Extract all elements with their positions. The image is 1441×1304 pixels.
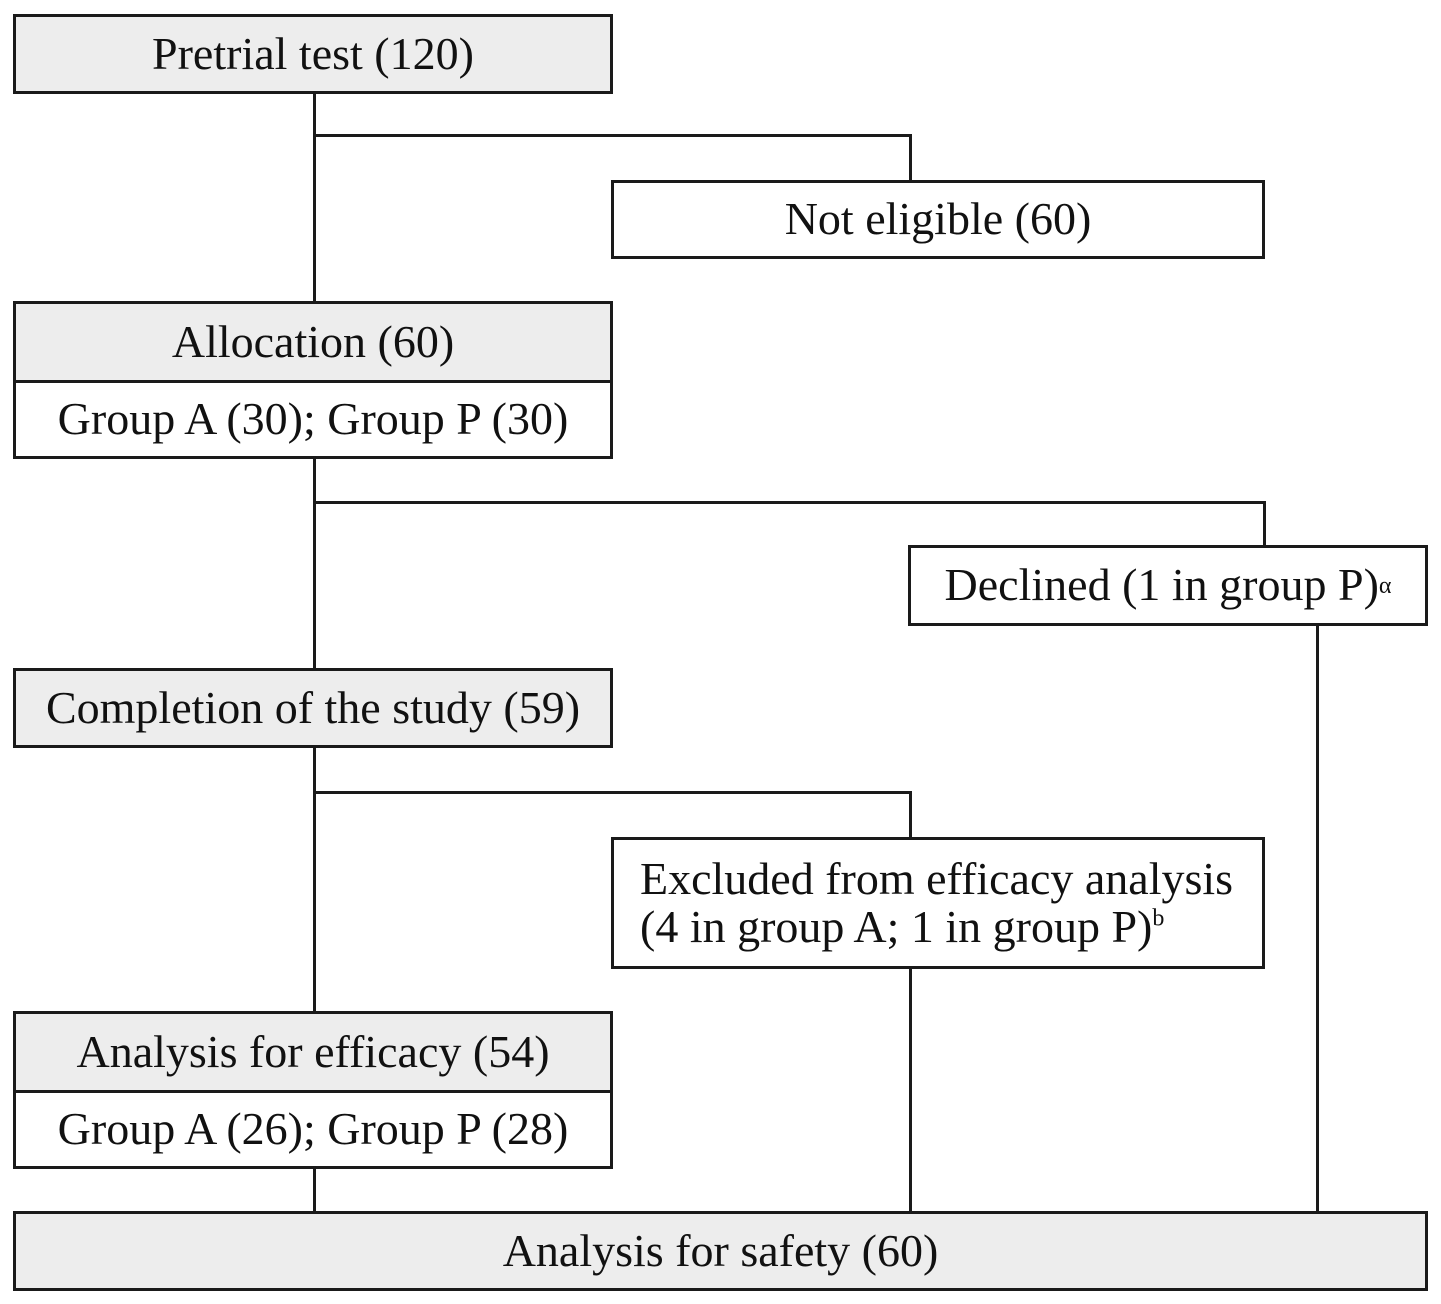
excluded-cell: Excluded from efficacy analysis (4 in gr… bbox=[614, 840, 1262, 966]
connector-main-3 bbox=[313, 746, 316, 1012]
excluded-footnote-marker: b bbox=[1152, 905, 1165, 932]
allocation-title: Allocation (60) bbox=[171, 315, 455, 367]
allocation-box: Allocation (60) Group A (30); Group P (3… bbox=[13, 301, 613, 459]
efficacy-groups-cell: Group A (26); Group P (28) bbox=[16, 1093, 610, 1166]
excluded-line-2-wrap: (4 in group A; 1 in group P)b bbox=[640, 901, 1165, 952]
pretrial-box: Pretrial test (120) bbox=[13, 14, 613, 94]
allocation-title-cell: Allocation (60) bbox=[16, 304, 610, 380]
declined-box: Declined (1 in group P)α bbox=[908, 545, 1428, 626]
connector-branch-2-v bbox=[1263, 501, 1266, 546]
connector-branch-1-v bbox=[909, 134, 912, 180]
connector-excluded-to-safety bbox=[909, 967, 912, 1212]
efficacy-title: Analysis for efficacy (54) bbox=[76, 1025, 550, 1077]
not-eligible-box: Not eligible (60) bbox=[611, 180, 1265, 259]
declined-cell: Declined (1 in group P)α bbox=[944, 559, 1392, 611]
connector-main-1 bbox=[313, 92, 316, 302]
connector-main-4 bbox=[313, 1167, 316, 1212]
excluded-box: Excluded from efficacy analysis (4 in gr… bbox=[611, 837, 1265, 969]
excluded-line-2: (4 in group A; 1 in group P) bbox=[640, 901, 1153, 952]
connector-main-2 bbox=[313, 458, 316, 669]
completion-box: Completion of the study (59) bbox=[13, 668, 613, 748]
declined-label: Declined (1 in group P) bbox=[944, 559, 1379, 611]
not-eligible-label: Not eligible (60) bbox=[784, 193, 1092, 245]
safety-box: Analysis for safety (60) bbox=[13, 1211, 1428, 1291]
connector-branch-3-h bbox=[313, 791, 912, 794]
connector-declined-to-safety bbox=[1316, 625, 1319, 1212]
excluded-line-1: Excluded from efficacy analysis bbox=[640, 852, 1234, 904]
efficacy-divider bbox=[16, 1090, 610, 1093]
allocation-divider bbox=[16, 380, 610, 383]
completion-label: Completion of the study (59) bbox=[45, 681, 581, 733]
pretrial-label: Pretrial test (120) bbox=[152, 27, 474, 79]
safety-label: Analysis for safety (60) bbox=[502, 1224, 939, 1276]
allocation-groups-cell: Group A (30); Group P (30) bbox=[16, 383, 610, 456]
allocation-groups: Group A (30); Group P (30) bbox=[57, 393, 569, 445]
efficacy-title-cell: Analysis for efficacy (54) bbox=[16, 1014, 610, 1090]
efficacy-box: Analysis for efficacy (54) Group A (26);… bbox=[13, 1011, 613, 1169]
efficacy-groups: Group A (26); Group P (28) bbox=[57, 1103, 569, 1155]
connector-branch-2-h bbox=[313, 501, 1266, 504]
connector-branch-1-h bbox=[313, 134, 912, 137]
connector-branch-3-v bbox=[909, 791, 912, 838]
